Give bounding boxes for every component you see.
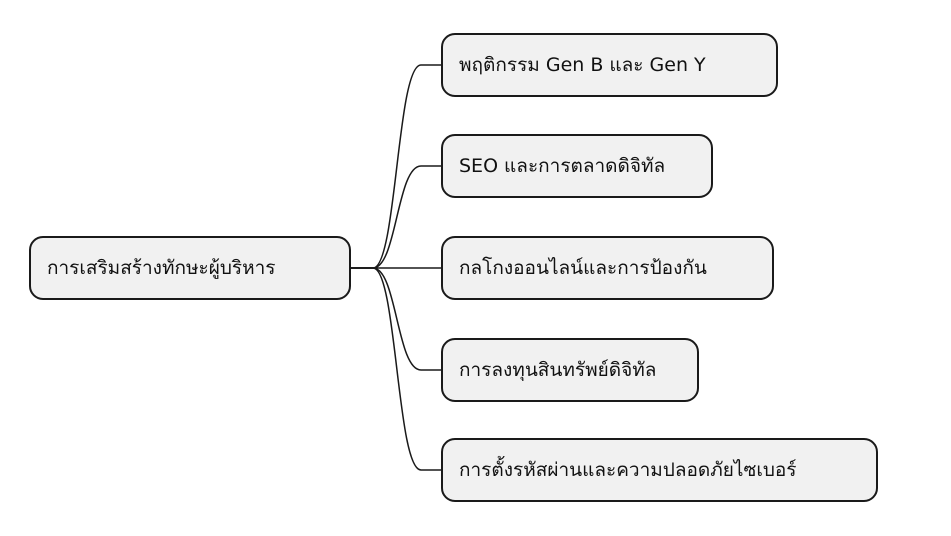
branch-node-seo-digital-marketing: SEO และการตลาดดิจิทัล bbox=[441, 134, 713, 198]
root-topic-label: การเสริมสร้างทักษะผู้บริหาร bbox=[47, 256, 276, 279]
branch-node-online-fraud: กลโกงออนไลน์และการป้องกัน bbox=[441, 236, 774, 300]
branch-label: การตั้งรหัสผ่านและความปลอดภัยไซเบอร์ bbox=[459, 458, 797, 481]
connector-line bbox=[351, 267, 441, 371]
connector-line bbox=[351, 267, 441, 471]
branch-node-gen-b-gen-y: พฤติกรรม Gen B และ Gen Y bbox=[441, 33, 778, 97]
branch-label: SEO และการตลาดดิจิทัล bbox=[459, 154, 666, 177]
branch-label: กลโกงออนไลน์และการป้องกัน bbox=[459, 256, 707, 279]
connector-line bbox=[351, 165, 441, 269]
branch-node-digital-assets: การลงทุนสินทรัพย์ดิจิทัล bbox=[441, 338, 699, 402]
connector-line bbox=[351, 64, 441, 269]
root-topic-node: การเสริมสร้างทักษะผู้บริหาร bbox=[29, 236, 351, 300]
branch-label: พฤติกรรม Gen B และ Gen Y bbox=[459, 53, 706, 76]
branch-node-password-cybersecurity: การตั้งรหัสผ่านและความปลอดภัยไซเบอร์ bbox=[441, 438, 878, 502]
branch-label: การลงทุนสินทรัพย์ดิจิทัล bbox=[459, 358, 657, 381]
